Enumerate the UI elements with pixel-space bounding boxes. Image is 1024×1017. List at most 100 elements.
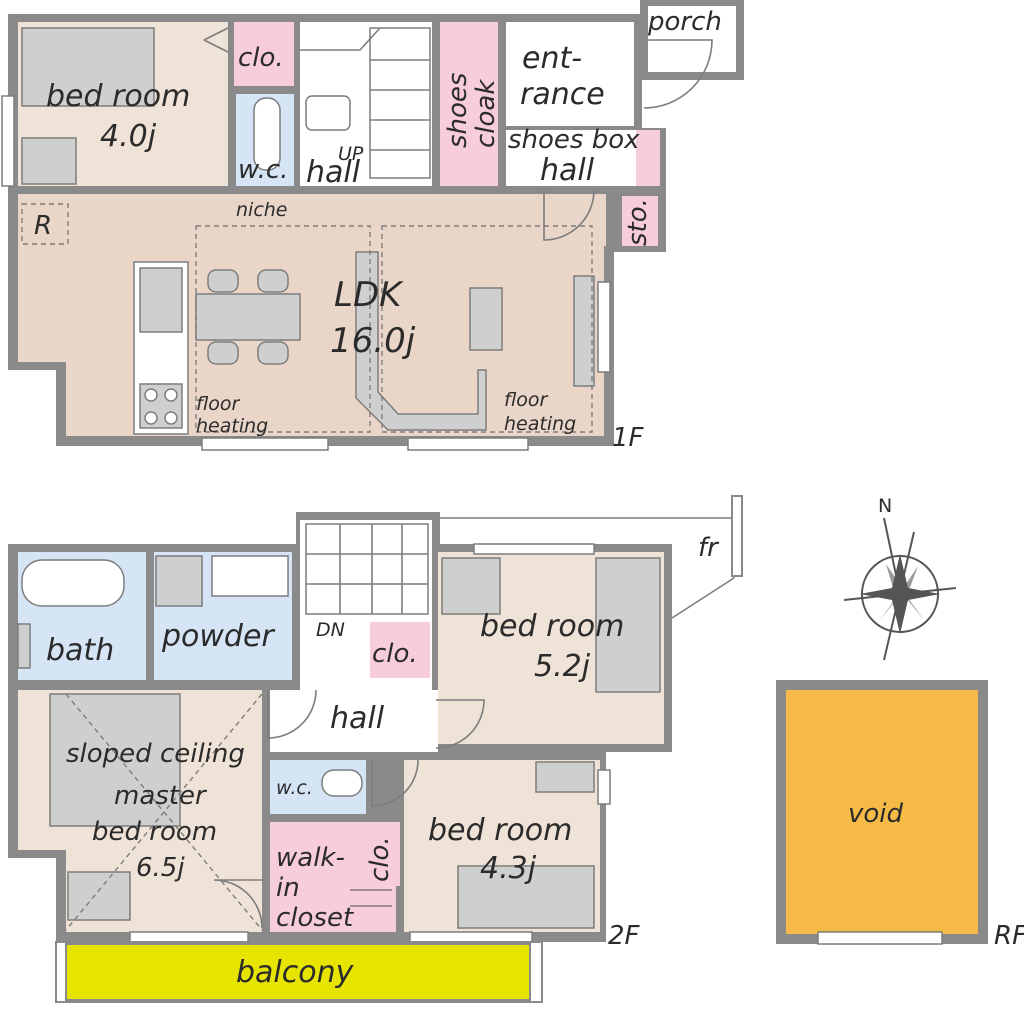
clo-2f-1-floor (370, 622, 430, 678)
bath-label: bath (46, 633, 114, 668)
bedroom-52j-size: 5.2j (534, 649, 591, 684)
compass-rose: N (843, 495, 957, 661)
ldk-name: LDK (334, 275, 404, 315)
clo-2f-2-label: clo. (365, 836, 395, 882)
entrance-door-swing (543, 189, 595, 241)
bedroom-4j-bed (21, 27, 155, 107)
master-label-1: master (114, 781, 208, 811)
walkin-label-2: in (276, 873, 300, 903)
sloped-ceiling-label: sloped ceiling (66, 739, 245, 769)
floor-heating-2b: heating (504, 413, 576, 435)
dining-set (195, 269, 301, 365)
master-size-label: 6.5j (136, 853, 185, 883)
floor-heating-1a: floor (196, 393, 241, 415)
sto-label: sto. (623, 198, 653, 246)
refrigerator-mark (21, 203, 69, 245)
floor-rf-label: RF (994, 921, 1024, 951)
bedroom-52j-window (473, 543, 595, 555)
bedroom-43j-size: 4.3j (480, 851, 537, 886)
stairs-1f (300, 27, 431, 179)
bedroom-52j-name: bed room (480, 609, 624, 644)
balcony-label: balcony (236, 955, 355, 990)
bedroom-52j-desk (441, 557, 501, 615)
hall-1f-right-label: hall (540, 153, 595, 188)
shoes-cloak-label-2: cloak (471, 79, 501, 148)
entrance-floor (506, 22, 634, 126)
floor-rf: void RF (776, 680, 1024, 951)
sto-floor (622, 196, 658, 246)
clo-door-swing (203, 27, 229, 53)
void-label: void (848, 799, 904, 829)
hall-2f-label: hall (330, 701, 385, 736)
entrance-label-1: ent- (522, 41, 582, 76)
floor-1f: porch bed room 4.0j clo. w.c. UP hall sh… (1, 0, 744, 453)
living-low-table (469, 287, 503, 351)
bedroom-4j-desk (21, 137, 77, 185)
1f-window-c (597, 281, 611, 373)
hall-1f-sink (305, 95, 351, 131)
clo-2f-1-label: clo. (372, 639, 418, 669)
powder-label: powder (161, 619, 275, 654)
porch-label: porch (647, 7, 722, 37)
shoes-cloak-floor (440, 22, 498, 186)
bedroom-4j-name: bed room (46, 79, 190, 114)
bedroom-43j-bed (457, 865, 595, 929)
sloped-ceiling-diag-2 (65, 693, 263, 931)
master-label-2: bed room (92, 817, 217, 847)
2f-door-swing-b (371, 759, 419, 807)
walkin-label-1: walk- (276, 843, 345, 873)
bedroom-43j-name: bed room (428, 813, 572, 848)
living-tv-board (573, 275, 595, 387)
balcony-floor (65, 943, 531, 1001)
wc-2f-label: w.c. (276, 777, 313, 799)
walkin-label-3: closet (276, 903, 354, 933)
ldk-size: 16.0j (330, 321, 416, 361)
powder-sink (211, 555, 289, 597)
dn-label: DN (316, 619, 345, 641)
kitchen-counter (133, 261, 189, 435)
2f-door-swing-c (267, 689, 317, 739)
wc-1f-toilet (253, 97, 281, 171)
bath-faucet (17, 623, 31, 669)
shoes-box-label: shoes box (508, 125, 640, 155)
bathtub (21, 559, 125, 607)
floor-heating-zone-1 (195, 225, 371, 433)
floor-heating-2a: floor (504, 389, 549, 411)
floor-2f-label: 2F (608, 921, 641, 951)
floor-1f-label: 1F (612, 423, 645, 453)
void-area (786, 690, 978, 934)
bedroom-43j-desk (535, 761, 595, 793)
floor-heating-1b: heating (196, 415, 268, 437)
fr-post (731, 495, 743, 577)
clo-2f-2-floor (354, 822, 400, 886)
wc-2f-toilet (321, 769, 363, 797)
hall-1f-left-label: hall (306, 155, 361, 190)
wc-1f-label: w.c. (238, 155, 288, 185)
washing-machine (155, 555, 203, 607)
clo-1f-floor (234, 22, 294, 86)
living-sofa (355, 251, 487, 431)
1f-window-a (201, 437, 329, 451)
master-bed (49, 693, 181, 827)
2f-door-swing-d (213, 879, 263, 929)
niche-label: niche (236, 199, 288, 221)
2f-window-c (597, 769, 611, 805)
refrigerator-label: R (34, 211, 52, 241)
up-label: UP (338, 143, 364, 165)
shoes-cloak-label-1: shoes (443, 73, 473, 148)
1f-window-d (1, 95, 15, 187)
floor-2f: fr bath powder DN clo. bed room 5.2j hal… (8, 495, 743, 1003)
bedroom-52j-bed (595, 557, 661, 693)
stairs-2f (305, 523, 429, 615)
clo-1f-label: clo. (238, 43, 284, 73)
master-desk (67, 871, 131, 921)
2f-door-swing-a (435, 699, 485, 749)
porch-box (640, 0, 744, 80)
compass-north-label: N (878, 495, 892, 517)
rf-window (817, 931, 943, 945)
fr-label: fr (698, 533, 720, 563)
entrance-label-2: rance (520, 77, 605, 112)
shoes-box-floor (636, 130, 660, 186)
1f-window-b (407, 437, 529, 451)
